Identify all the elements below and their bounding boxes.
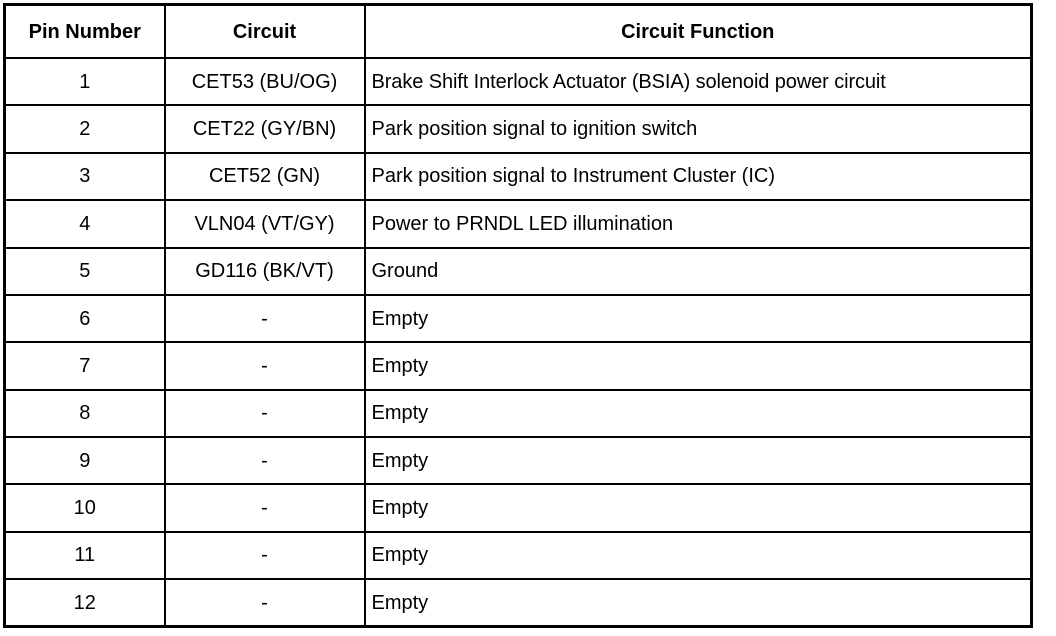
cell-circuit-function: Park position signal to ignition switch	[363, 104, 1033, 154]
cell-circuit: -	[163, 530, 366, 581]
table-row: 11-Empty	[3, 530, 1033, 581]
column-header-pin-number: Pin Number	[3, 3, 166, 59]
cell-circuit: -	[163, 388, 366, 439]
table-row: 6-Empty	[3, 293, 1033, 344]
cell-circuit: -	[163, 341, 366, 391]
cell-circuit-function: Empty	[363, 530, 1033, 581]
cell-pin-number: 7	[3, 341, 166, 391]
cell-pin-number: 4	[3, 199, 166, 249]
cell-pin-number: 11	[3, 530, 166, 581]
cell-circuit: CET22 (GY/BN)	[163, 104, 366, 154]
cell-circuit-function: Empty	[363, 483, 1033, 533]
cell-circuit-function: Empty	[363, 293, 1033, 344]
cell-circuit: -	[163, 483, 366, 533]
table-row: 9-Empty	[3, 435, 1033, 486]
cell-circuit-function: Empty	[363, 578, 1033, 628]
cell-pin-number: 6	[3, 293, 166, 344]
cell-pin-number: 10	[3, 483, 166, 533]
cell-circuit-function: Empty	[363, 341, 1033, 391]
cell-circuit-function: Park position signal to Instrument Clust…	[363, 151, 1033, 202]
cell-circuit-function: Ground	[363, 246, 1033, 296]
cell-pin-number: 9	[3, 435, 166, 486]
cell-circuit: GD116 (BK/VT)	[163, 246, 366, 296]
cell-circuit-function: Brake Shift Interlock Actuator (BSIA) so…	[363, 56, 1033, 107]
cell-circuit: CET53 (BU/OG)	[163, 56, 366, 107]
table-row: 7-Empty	[3, 341, 1033, 391]
table-header: Pin Number Circuit Circuit Function	[3, 3, 1033, 59]
cell-circuit: -	[163, 578, 366, 628]
cell-pin-number: 1	[3, 56, 166, 107]
cell-circuit: VLN04 (VT/GY)	[163, 199, 366, 249]
cell-circuit-function: Power to PRNDL LED illumination	[363, 199, 1033, 249]
column-header-circuit-function: Circuit Function	[363, 3, 1033, 59]
cell-circuit: -	[163, 435, 366, 486]
cell-pin-number: 3	[3, 151, 166, 202]
cell-pin-number: 8	[3, 388, 166, 439]
column-header-circuit: Circuit	[163, 3, 366, 59]
cell-pin-number: 12	[3, 578, 166, 628]
table-row: 8-Empty	[3, 388, 1033, 439]
cell-circuit-function: Empty	[363, 435, 1033, 486]
cell-pin-number: 5	[3, 246, 166, 296]
cell-circuit: CET52 (GN)	[163, 151, 366, 202]
table-row: 12-Empty	[3, 578, 1033, 628]
cell-pin-number: 2	[3, 104, 166, 154]
cell-circuit: -	[163, 293, 366, 344]
table-header-row: Pin Number Circuit Circuit Function	[3, 3, 1033, 59]
cell-circuit-function: Empty	[363, 388, 1033, 439]
table-row: 10-Empty	[3, 483, 1033, 533]
